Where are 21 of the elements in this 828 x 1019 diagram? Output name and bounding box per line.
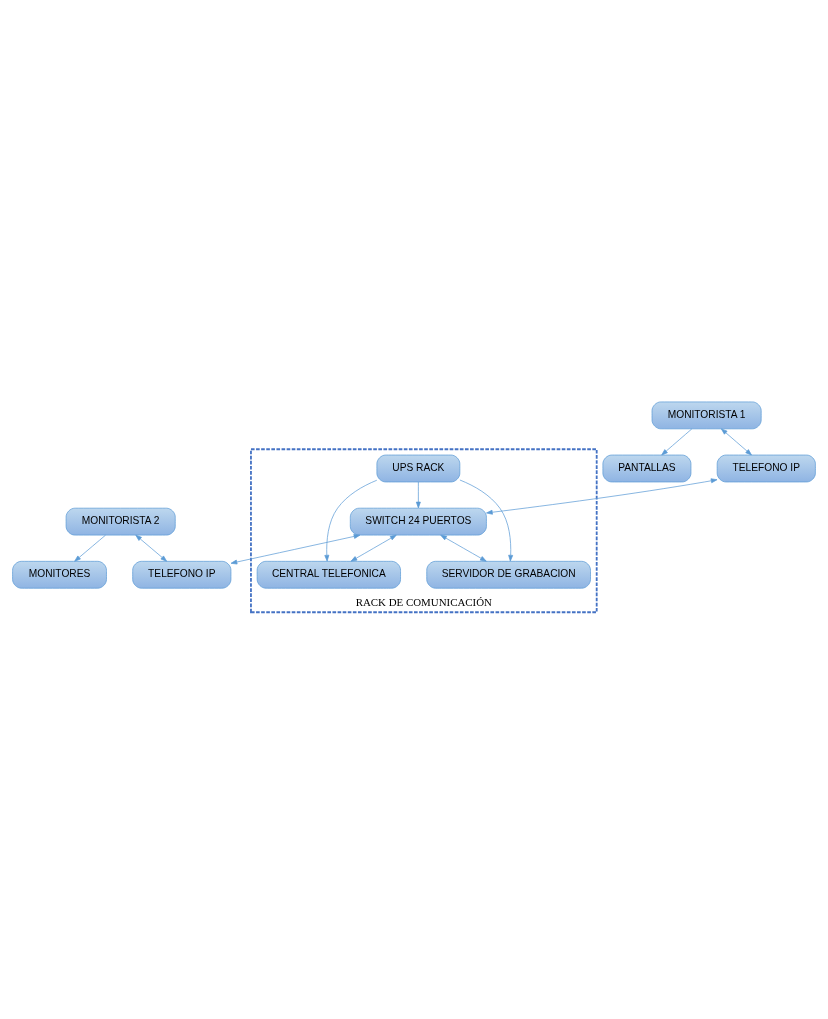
node-box: CENTRAL TELEFONICA xyxy=(256,560,401,589)
arrow xyxy=(415,481,421,508)
arrow xyxy=(230,533,361,564)
node-box: TELEFONO IP xyxy=(132,560,232,589)
node-box: SERVIDOR DE GRABACION xyxy=(426,560,591,589)
node-box: MONITORES xyxy=(12,560,107,589)
arrow xyxy=(721,428,752,455)
arrow xyxy=(661,428,693,455)
arrow xyxy=(459,479,514,561)
node-box: UPS RACK xyxy=(376,454,461,482)
node-box: MONITORISTA 1 xyxy=(651,401,762,429)
arrow xyxy=(324,479,378,561)
arrow xyxy=(135,534,168,562)
node-box: SWITCH 24 PUERTOS xyxy=(349,507,487,535)
arrow xyxy=(350,534,397,562)
arrow xyxy=(486,477,718,515)
node-box: TELEFONO IP xyxy=(716,454,816,482)
arrow xyxy=(74,534,106,562)
arrow xyxy=(440,534,487,562)
node-box: MONITORISTA 2 xyxy=(65,507,176,535)
node-box: PANTALLAS xyxy=(602,454,692,482)
